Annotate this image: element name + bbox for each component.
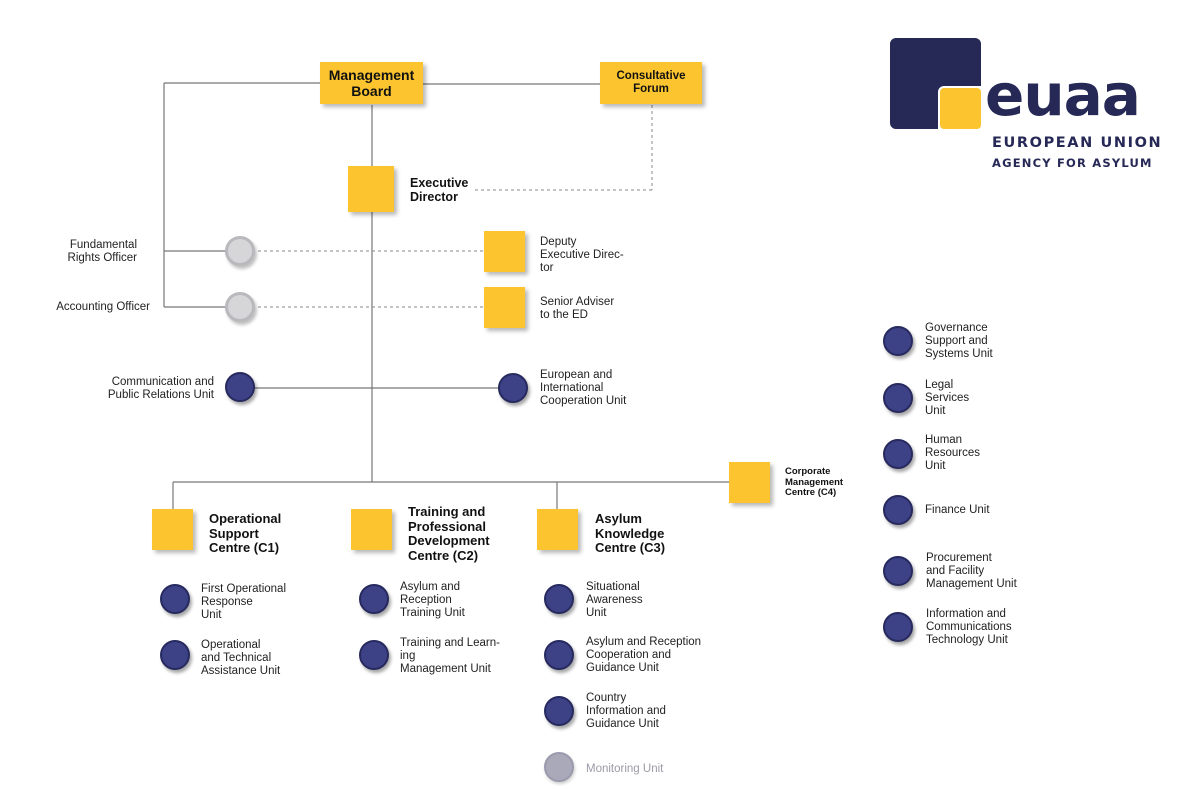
c3-unit-4-node[interactable] <box>544 752 574 782</box>
c1-unit-1-label: First Operational Response Unit <box>201 583 287 621</box>
c4-unit-2-node[interactable] <box>883 383 913 413</box>
centre-c4-box[interactable] <box>729 462 770 503</box>
senior-adviser-label: Senior Adviser to the ED <box>540 296 615 321</box>
c4-unit-3-node[interactable] <box>883 439 913 469</box>
c2-unit-1-node[interactable] <box>359 584 389 614</box>
logo-wordmark: euaa <box>985 61 1141 129</box>
c4-unit-5-label: Procurement and Facility Management Unit <box>926 552 1017 590</box>
c3-unit-1-label: Situational Awareness Unit <box>586 581 643 619</box>
c4-unit-4-label: Finance Unit <box>925 504 990 516</box>
c3-unit-3-label: Country Information and Guidance Unit <box>586 692 666 730</box>
c4-unit-1-label: Governance Support and Systems Unit <box>925 322 993 360</box>
c4-unit-4-node[interactable] <box>883 495 913 525</box>
centre-c4-label: Corporate Management Centre (C4) <box>785 466 844 499</box>
centre-c3-label: Asylum Knowledge Centre (C3) <box>595 511 666 556</box>
logo-line2: AGENCY FOR ASYLUM <box>992 156 1153 170</box>
c3-unit-1-node[interactable] <box>544 584 574 614</box>
fundamental-rights-officer-label: Fundamental Rights Officer <box>67 239 137 264</box>
executive-director-label: Executive Director <box>410 176 469 204</box>
c2-unit-2-node[interactable] <box>359 640 389 670</box>
c1-unit-2-label: Operational and Technical Assistance Uni… <box>201 639 281 677</box>
senior-adviser-box[interactable] <box>484 287 525 328</box>
c4-unit-5-node[interactable] <box>883 556 913 586</box>
c4-unit-6-label: Information and Communications Technolog… <box>926 608 1012 646</box>
management-board-label: Management Board <box>328 66 415 99</box>
centre-c1-label: Operational Support Centre (C1) <box>209 511 282 556</box>
c4-unit-1-node[interactable] <box>883 326 913 356</box>
communication-unit-label: Communication and Public Relations Unit <box>107 376 214 401</box>
logo-line1: EUROPEAN UNION <box>992 135 1163 151</box>
communication-unit-node[interactable] <box>225 372 255 402</box>
c3-unit-4-label: Monitoring Unit <box>586 763 664 775</box>
management-board-box[interactable]: Management Board <box>320 62 423 104</box>
centre-c2-label: Training and Professional Development Ce… <box>408 504 490 563</box>
deputy-executive-director-box[interactable] <box>484 231 525 272</box>
c4-unit-3-label: Human Resources Unit <box>925 434 980 472</box>
european-international-unit-label: European and International Cooperation U… <box>540 369 627 407</box>
accounting-officer-label: Accounting Officer <box>56 301 150 313</box>
c2-unit-1-label: Asylum and Reception Training Unit <box>400 581 465 619</box>
centre-c1-box[interactable] <box>152 509 193 550</box>
european-international-unit-node[interactable] <box>498 373 528 403</box>
fundamental-rights-officer-node[interactable] <box>225 236 255 266</box>
logo-mark-icon <box>890 38 981 129</box>
c4-unit-6-node[interactable] <box>883 612 913 642</box>
centre-c3-box[interactable] <box>537 509 578 550</box>
deputy-executive-director-label: Deputy Executive Direc- tor <box>540 236 624 274</box>
c3-unit-2-node[interactable] <box>544 640 574 670</box>
c2-unit-2-label: Training and Learn- ing Management Unit <box>400 637 500 675</box>
c3-unit-2-label: Asylum and Reception Cooperation and Gui… <box>586 636 702 674</box>
c4-unit-2-label: Legal Services Unit <box>925 379 970 417</box>
centre-c2-box[interactable] <box>351 509 392 550</box>
c1-unit-2-node[interactable] <box>160 640 190 670</box>
consultative-forum-box[interactable]: Consultative Forum <box>600 62 702 104</box>
accounting-officer-node[interactable] <box>225 292 255 322</box>
c1-unit-1-node[interactable] <box>160 584 190 614</box>
executive-director-box[interactable] <box>348 166 394 212</box>
c3-unit-3-node[interactable] <box>544 696 574 726</box>
consultative-forum-label: Consultative Forum <box>616 69 686 95</box>
